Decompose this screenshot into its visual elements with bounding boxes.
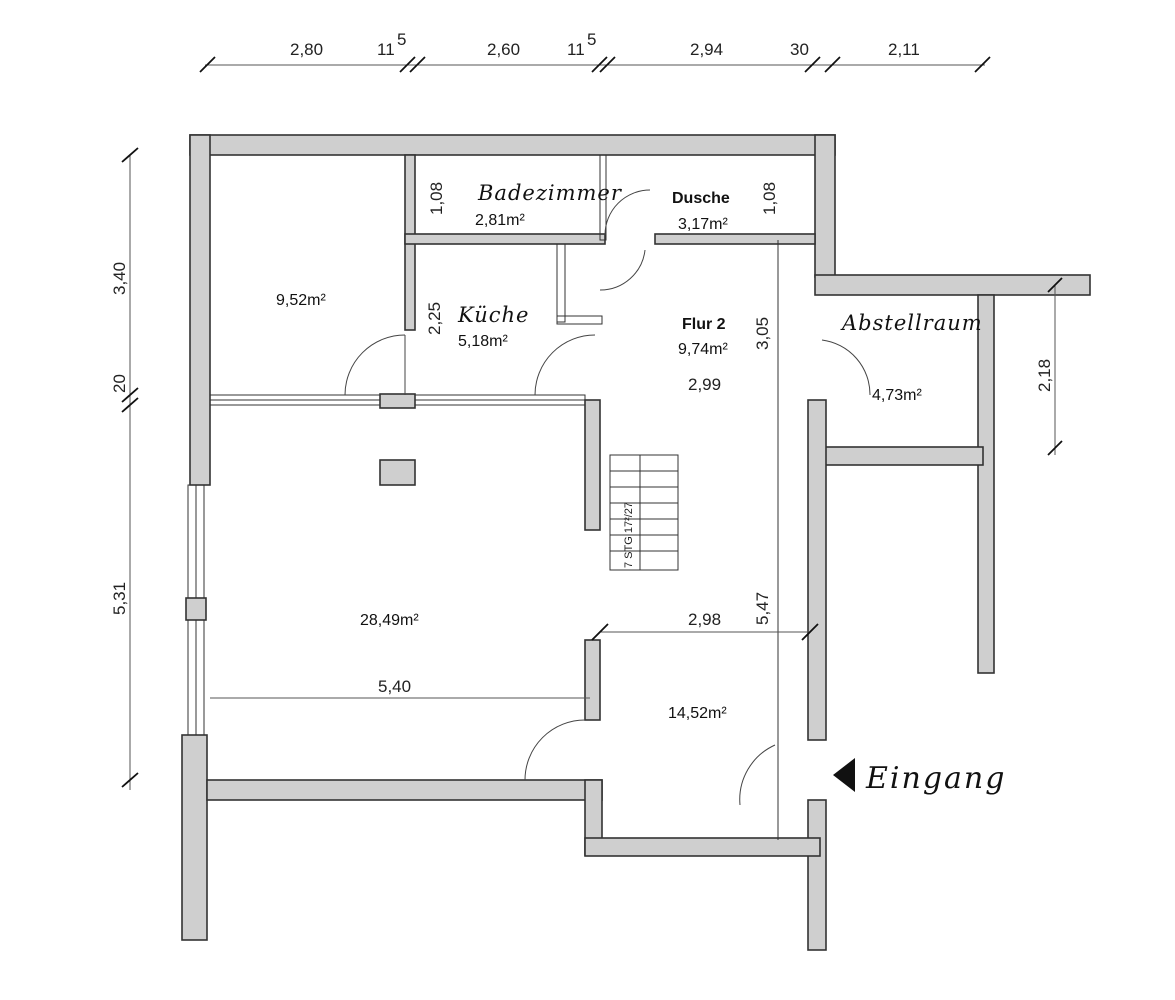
room-area-living: 28,49m² — [360, 612, 419, 629]
dim-top-1: 2,80 — [290, 40, 323, 59]
dim-left-3: 5,31 — [110, 582, 129, 615]
dim-top-2: 11 — [377, 40, 395, 59]
door-9-52 — [344, 334, 406, 396]
dim-flur-width: 2,99 — [688, 375, 721, 394]
dim-top-4: 11 — [567, 40, 585, 59]
dim-top-6: 30 — [790, 40, 809, 59]
dim-left-1: 3,40 — [110, 262, 129, 295]
dim-top-4-sup: 5 — [587, 30, 596, 49]
dim-top-3: 2,60 — [487, 40, 520, 59]
room-area-entrance-hall: 14,52m² — [668, 705, 727, 722]
dim-bad-height: 1,08 — [427, 182, 446, 215]
room-area-badezimmer: 2,81m² — [475, 212, 525, 229]
door-main — [524, 719, 586, 781]
room-label-flur-2: Flur 2 — [682, 316, 726, 333]
dim-kueche-height: 2,25 — [425, 302, 444, 335]
walls — [181, 134, 1091, 951]
dim-flur-height: 3,05 — [753, 317, 772, 350]
dimension-lines — [121, 56, 1063, 790]
stairs-label: 7 STG 17²/27 — [623, 502, 635, 568]
room-area-kueche: 5,18m² — [458, 333, 508, 350]
dim-abstell-height: 2,18 — [1035, 359, 1054, 392]
dim-top-5: 2,94 — [690, 40, 723, 59]
door-bad — [604, 189, 651, 236]
room-area-dusche: 3,17m² — [678, 216, 728, 233]
door-kueche — [534, 334, 596, 396]
door-abstell — [821, 339, 871, 396]
room-label-kueche: Küche — [457, 303, 529, 327]
room-label-badezimmer: Badezimmer — [477, 181, 623, 205]
room-label-dusche: Dusche — [672, 190, 730, 207]
dim-right-height: 5,47 — [753, 592, 772, 625]
room-label-abstellraum: Abstellraum — [840, 311, 983, 335]
door-entrance — [739, 744, 776, 806]
entrance-label: Eingang — [865, 761, 1006, 796]
dim-dusche-height: 1,08 — [760, 182, 779, 215]
dim-top-2-sup: 5 — [397, 30, 406, 49]
staircase: 7 STG 17²/27 — [609, 454, 679, 571]
dim-top-7: 2,11 — [888, 40, 920, 59]
doors — [344, 189, 871, 806]
entrance: Eingang — [833, 758, 1006, 796]
dim-lower-width: 2,98 — [688, 610, 721, 629]
room-area-abstellraum: 4,73m² — [872, 387, 922, 404]
dim-living-width: 5,40 — [378, 677, 411, 696]
room-area-9-52: 9,52m² — [276, 292, 326, 309]
room-labels: 9,52m² Badezimmer 2,81m² Dusche 3,17m² K… — [276, 181, 983, 722]
dim-left-2: 20 — [110, 374, 129, 393]
dimension-labels: 2,80 11 5 2,60 11 5 2,94 30 2,11 3,40 20… — [110, 30, 1054, 696]
door-flur — [599, 249, 646, 291]
entrance-arrow-icon — [833, 758, 855, 792]
room-area-flur-2: 9,74m² — [678, 341, 728, 358]
